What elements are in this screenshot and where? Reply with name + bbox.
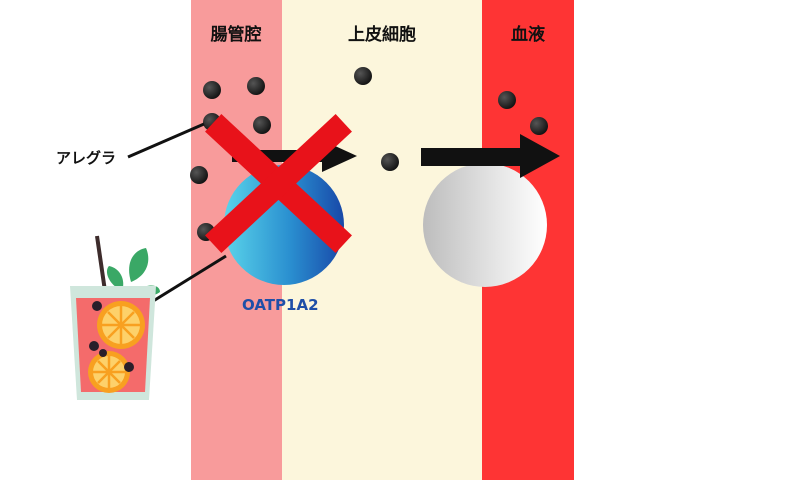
blood-label: 血液 xyxy=(511,25,545,45)
drug-molecules xyxy=(190,67,548,241)
intestinal-lumen-label: 腸管腔 xyxy=(210,25,262,45)
molecule xyxy=(203,81,221,99)
molecule xyxy=(381,153,399,171)
drug-label: アレグラ xyxy=(56,149,117,167)
juice-pointer-line xyxy=(149,254,227,305)
molecule xyxy=(190,166,208,184)
drug-pointer-line xyxy=(127,122,205,159)
molecule xyxy=(253,116,271,134)
transport-to-blood-arrow xyxy=(421,134,560,178)
molecule xyxy=(530,117,548,135)
molecule xyxy=(498,91,516,109)
molecule xyxy=(354,67,372,85)
basolateral-transporter xyxy=(423,163,547,287)
grapefruit-juice-glass-icon xyxy=(70,235,160,400)
molecule xyxy=(247,77,265,95)
epithelial-cell-label: 上皮細胞 xyxy=(348,25,416,45)
cross-mark-icon xyxy=(205,114,352,253)
transporter-label: OATP1A2 xyxy=(242,296,319,314)
